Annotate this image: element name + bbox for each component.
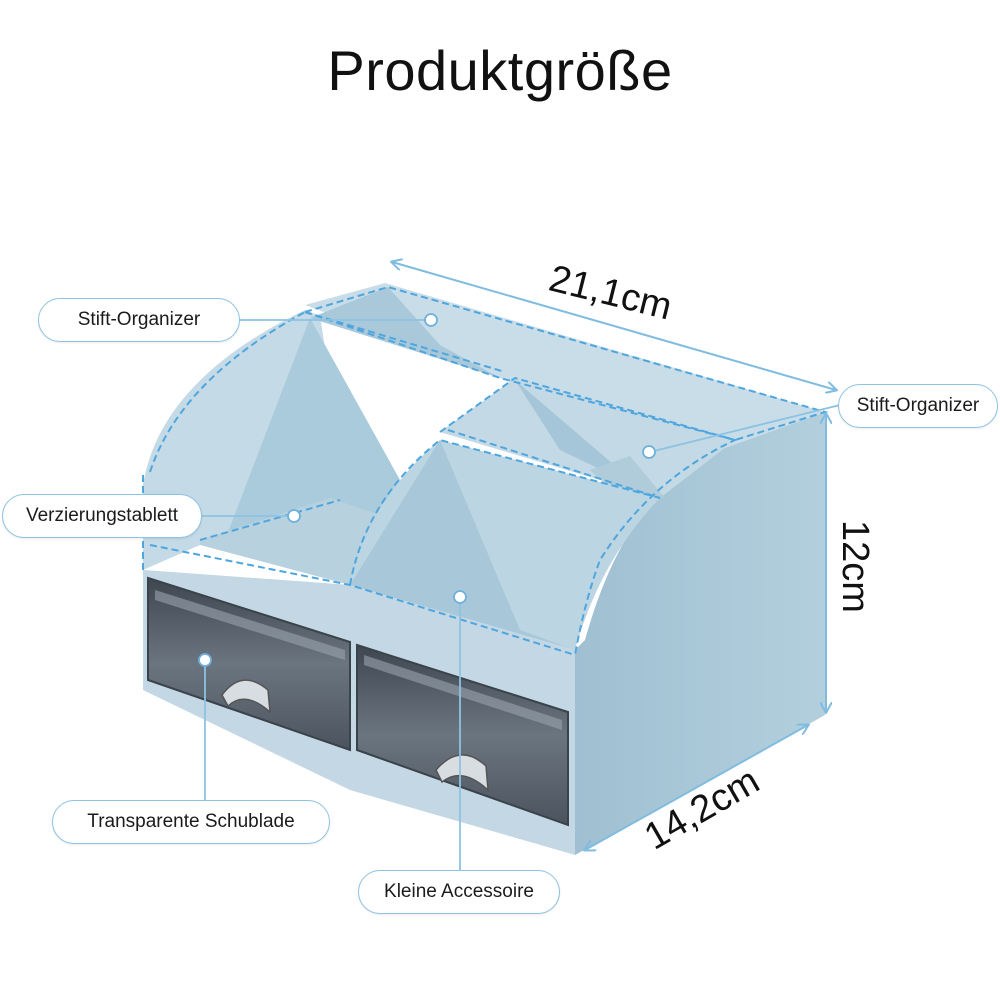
callout-kleine-accessoire: Kleine Accessoire <box>358 870 560 914</box>
tray-floor <box>200 498 380 585</box>
right-pen-cup <box>440 378 735 498</box>
small-cup <box>590 456 665 498</box>
dot-stift-right <box>642 445 656 459</box>
drawer-right <box>356 643 569 827</box>
drawer-left <box>147 576 351 752</box>
dot-schublade <box>198 653 212 667</box>
depth-arrow <box>585 725 808 850</box>
dot-tablett <box>287 509 301 523</box>
dot-stift-left <box>424 313 438 327</box>
callout-transparente-schublade: Transparente Schublade <box>52 800 330 844</box>
front-triangle <box>350 440 575 650</box>
triangle-partition <box>225 318 400 555</box>
callout-stift-organizer-left: Stift-Organizer <box>38 298 240 342</box>
leader-stift-right <box>649 404 841 453</box>
drawer-right-handle <box>435 754 489 792</box>
page-title: Produktgröße <box>327 39 673 102</box>
height-dimension-label: 12cm <box>833 520 876 613</box>
drawer-left-handle <box>221 679 271 714</box>
dot-accessoire <box>453 590 467 604</box>
callout-verzierungstablett: Verzierungstablett <box>2 494 202 538</box>
width-arrow <box>392 262 836 390</box>
callout-stift-organizer-right: Stift-Organizer <box>838 384 998 428</box>
